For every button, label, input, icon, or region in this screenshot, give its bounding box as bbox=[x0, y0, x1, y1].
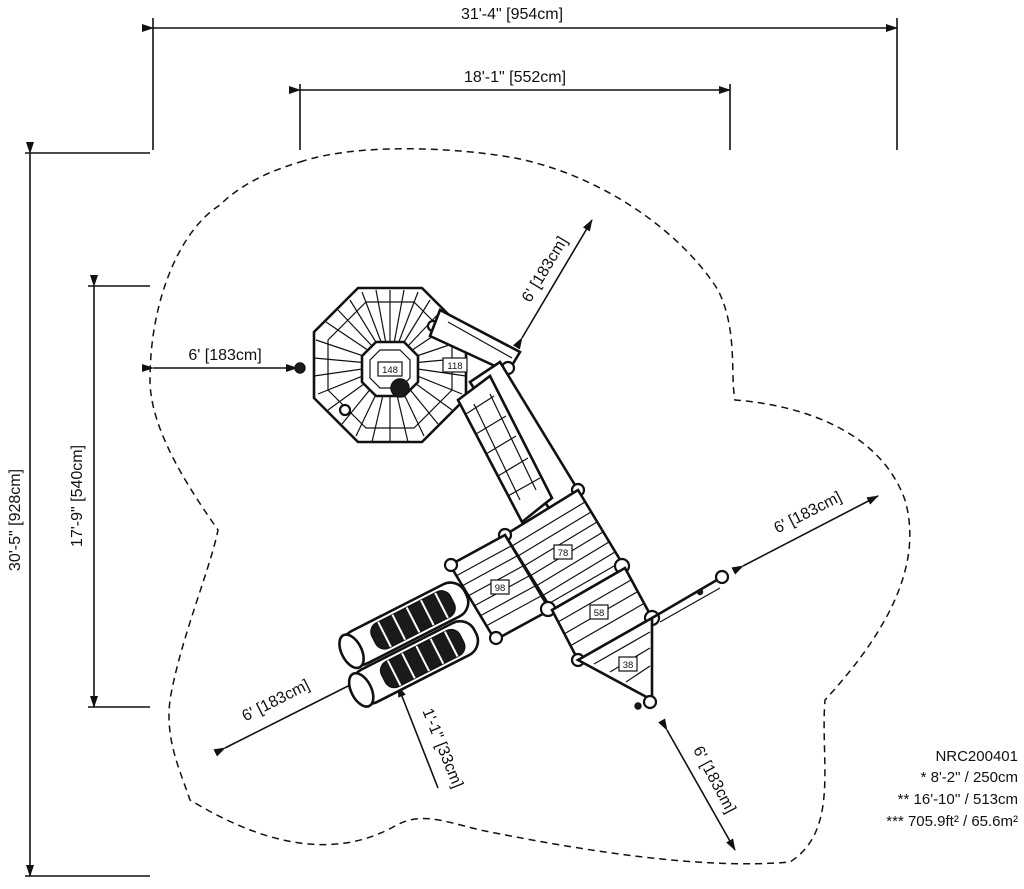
climbing-ramp bbox=[456, 360, 586, 524]
tag-98: 98 bbox=[490, 579, 510, 595]
tag-38: 38 bbox=[618, 656, 638, 672]
model-height: * 8'-2" / 250cm bbox=[921, 769, 1018, 786]
overall-width-label: 31'-4" [954cm] bbox=[461, 6, 563, 23]
model-number: NRC200401 bbox=[935, 748, 1018, 765]
clearance-bottom-right: 6' [183cm] bbox=[658, 718, 739, 851]
clearance-bottom-left: 6' [183cm] bbox=[213, 677, 361, 757]
dimension-overall-depth: 30'-5" [928cm] bbox=[7, 142, 150, 877]
inner-depth-label: 17'-9" [540cm] bbox=[69, 445, 86, 547]
tag-148: 148 bbox=[377, 361, 403, 377]
inner-width-label: 18'-1" [552cm] bbox=[464, 69, 566, 86]
dimension-overall-width: 31'-4" [954cm] bbox=[142, 2, 898, 150]
clearance-top-right: 6' [183cm] bbox=[512, 219, 593, 350]
tag-118: 118 bbox=[442, 357, 468, 373]
dimension-inner-width: 18'-1" [552cm] bbox=[289, 69, 731, 150]
svg-text:118: 118 bbox=[447, 361, 462, 372]
model-area: *** 705.9ft² / 65.6m² bbox=[886, 813, 1018, 830]
model-info: NRC200401 * 8'-2" / 250cm ** 16'-10'' / … bbox=[886, 748, 1018, 830]
svg-text:98: 98 bbox=[495, 583, 506, 594]
clearance-top-right-label: 6' [183cm] bbox=[519, 234, 571, 306]
tube-slides bbox=[338, 581, 480, 708]
slide-exit-label: 1'-1" [33cm] bbox=[418, 706, 465, 791]
tag-78: 78 bbox=[553, 544, 573, 560]
clearance-right-label: 6' [183cm] bbox=[771, 489, 844, 537]
deck-38 bbox=[575, 615, 658, 710]
playset: 148 118 78 98 58 38 bbox=[294, 286, 730, 710]
dimension-slide-exit: 1'-1" [33cm] bbox=[397, 685, 466, 791]
clearance-right: 6' [183cm] bbox=[731, 489, 879, 575]
clearance-bottom-right-label: 6' [183cm] bbox=[689, 744, 738, 817]
clearance-left: 6' [183cm] bbox=[142, 347, 298, 372]
svg-text:78: 78 bbox=[558, 548, 569, 559]
overall-depth-label: 30'-5" [928cm] bbox=[7, 469, 24, 571]
svg-text:58: 58 bbox=[594, 608, 605, 619]
svg-text:38: 38 bbox=[623, 660, 634, 671]
dimension-inner-depth: 17'-9" [540cm] bbox=[69, 275, 150, 708]
swing-beam bbox=[651, 569, 730, 623]
use-zone-outline bbox=[149, 148, 911, 865]
svg-text:148: 148 bbox=[382, 365, 398, 376]
clearance-bottom-left-label: 6' [183cm] bbox=[239, 677, 312, 725]
tag-58: 58 bbox=[589, 604, 609, 620]
model-length: ** 16'-10'' / 513cm bbox=[898, 791, 1018, 808]
clearance-left-label: 6' [183cm] bbox=[188, 347, 261, 364]
